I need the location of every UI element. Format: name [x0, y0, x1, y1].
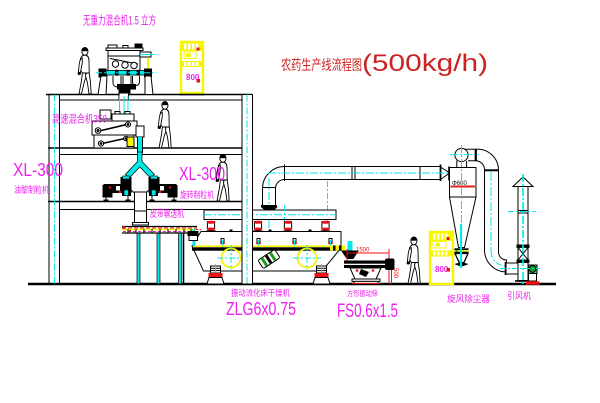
svg-text:500: 500 — [392, 268, 398, 279]
svg-text:ZLG6x0.75: ZLG6x0.75 — [226, 299, 296, 319]
svg-text:皮带输送机: 皮带输送机 — [150, 207, 184, 220]
svg-text:(500kg/h): (500kg/h) — [362, 50, 488, 77]
svg-text:方形振动筛: 方形振动筛 — [347, 288, 378, 298]
svg-text:无重力混合机1.5 立方: 无重力混合机1.5 立方 — [83, 13, 156, 28]
svg-text:引风机: 引风机 — [507, 290, 531, 301]
svg-text:油黎制粒机: 油黎制粒机 — [14, 184, 49, 195]
svg-text:Φ600: Φ600 — [452, 181, 467, 187]
svg-text:800: 800 — [186, 73, 200, 82]
svg-text:旋风除尘器: 旋风除尘器 — [447, 293, 490, 304]
svg-text:振动流化床干燥机: 振动流化床干燥机 — [231, 288, 290, 298]
svg-text:旋转制粒机: 旋转制粒机 — [180, 189, 214, 200]
svg-text:农药生产线流程图: 农药生产线流程图 — [281, 57, 362, 73]
svg-text:FS0.6x1.5: FS0.6x1.5 — [337, 301, 398, 322]
svg-text:XL-300: XL-300 — [13, 160, 63, 180]
svg-text:高速混合机350: 高速混合机350 — [52, 112, 107, 126]
svg-text:XL-300: XL-300 — [179, 164, 225, 184]
svg-text:1500: 1500 — [356, 248, 370, 254]
svg-text:800: 800 — [435, 265, 449, 274]
